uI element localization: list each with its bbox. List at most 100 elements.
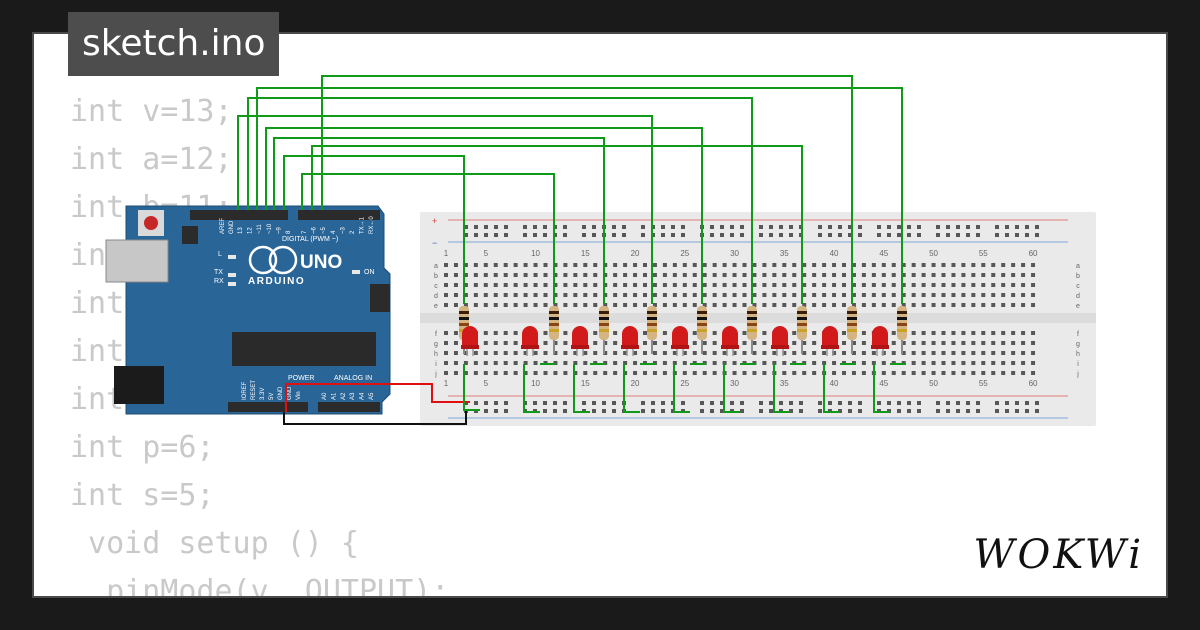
row-letter: i	[435, 361, 437, 368]
led	[522, 326, 538, 346]
resistor-band	[697, 311, 707, 314]
resistor-band	[697, 317, 707, 320]
led	[772, 326, 788, 346]
led-rim	[671, 345, 689, 349]
board-maker-label: ARDUINO	[248, 276, 305, 287]
row-letter: a	[434, 263, 438, 270]
resistor-band	[599, 317, 609, 320]
column-number: 5	[484, 249, 489, 258]
digital-pwm-label: DIGITAL (PWM ~)	[282, 236, 338, 243]
row-letter: c	[434, 283, 438, 290]
column-number: 1	[444, 249, 449, 258]
led	[672, 326, 688, 346]
row-letter: a	[1076, 263, 1080, 270]
rail-minus-label: −	[432, 238, 437, 248]
digital-pin-label: ~3	[340, 226, 346, 234]
wire-gnd	[283, 410, 467, 425]
led-rim	[461, 345, 479, 349]
resistor-band	[459, 317, 469, 320]
digital-pin-label: 7	[302, 230, 308, 234]
code-line: int s=5;	[70, 478, 215, 513]
row-letter: d	[434, 293, 438, 300]
resistor-band	[797, 311, 807, 314]
ground-wire	[723, 364, 740, 413]
usb-port	[105, 239, 169, 283]
row-letter: j	[434, 371, 437, 378]
resistor-band	[897, 311, 907, 314]
digital-pin-label: 13	[238, 227, 244, 234]
row-letter: f	[1077, 331, 1079, 338]
ground-wire	[773, 364, 790, 413]
l-led-label: L	[218, 251, 222, 258]
column-number: 15	[581, 249, 590, 258]
resistor-band	[647, 329, 657, 332]
column-number: 40	[830, 379, 839, 388]
resistor-band	[747, 329, 757, 332]
digital-pin-label: ~5	[321, 226, 327, 234]
signal-wire	[311, 145, 803, 304]
row-letter: d	[1076, 293, 1080, 300]
atmega-chip	[232, 332, 376, 366]
analog-header	[318, 402, 380, 412]
resistor-band	[697, 323, 707, 326]
resistor-band	[599, 311, 609, 314]
column-number: 40	[830, 249, 839, 258]
digital-header-left	[190, 210, 288, 220]
circuit-diagram: +−11551010151520202525303035354040454550…	[105, 75, 1096, 426]
column-number: 1	[444, 379, 449, 388]
code-line: pinMode(v, OUTPUT);	[70, 574, 450, 598]
led	[462, 326, 478, 346]
column-number: 10	[531, 249, 540, 258]
ground-wire	[623, 364, 640, 413]
resistor-band	[647, 323, 657, 326]
led	[622, 326, 638, 346]
led	[822, 326, 838, 346]
power-pin-label: GND	[278, 386, 284, 400]
wire-5v	[285, 383, 470, 412]
signal-wire	[321, 75, 853, 304]
analog-pin-label: A4	[360, 392, 366, 400]
resistor-band	[897, 323, 907, 326]
led-rim	[771, 345, 789, 349]
resistor-band	[897, 329, 907, 332]
resistor-band	[847, 329, 857, 332]
ground-wire	[673, 364, 690, 413]
resistor-band	[747, 311, 757, 314]
power-pin-label: 3.3V	[260, 388, 266, 400]
analog-pin-label: A1	[331, 392, 337, 400]
board-pcb	[125, 205, 391, 415]
row-letter: f	[435, 331, 437, 338]
power-jack	[114, 366, 164, 404]
power-pin-label: Vin	[296, 391, 302, 400]
digital-header-right	[298, 210, 380, 220]
icsp-header-top	[182, 226, 198, 244]
digital-pin-label: TX→1	[360, 216, 366, 234]
resistor-band	[897, 317, 907, 320]
signal-wire	[265, 127, 703, 304]
ground-wire	[873, 364, 890, 413]
wokwi-logo: WOKWi	[973, 532, 1144, 578]
code-line: int a=12;	[70, 142, 233, 177]
on-label: ON	[364, 269, 375, 276]
row-letter: j	[1076, 371, 1079, 378]
indicator-led	[228, 282, 236, 286]
resistor-band	[797, 323, 807, 326]
resistor-band	[747, 323, 757, 326]
arduino-uno-board	[105, 205, 391, 415]
power-pin-label: IOREF	[242, 381, 248, 400]
resistor-band	[797, 317, 807, 320]
ground-wire	[463, 364, 480, 411]
indicator-led	[228, 255, 236, 259]
signal-wire	[283, 155, 465, 304]
column-number: 30	[730, 249, 739, 258]
analog-pin-label: A5	[369, 392, 375, 400]
digital-pin-label: 4	[331, 230, 337, 234]
resistor-band	[549, 329, 559, 332]
reset-button	[144, 216, 158, 230]
signal-wire	[247, 97, 753, 304]
column-number: 55	[979, 379, 988, 388]
digital-pin-label: 12	[248, 227, 254, 234]
column-number: 20	[631, 379, 640, 388]
led-rim	[621, 345, 639, 349]
row-letter: b	[1076, 273, 1080, 280]
